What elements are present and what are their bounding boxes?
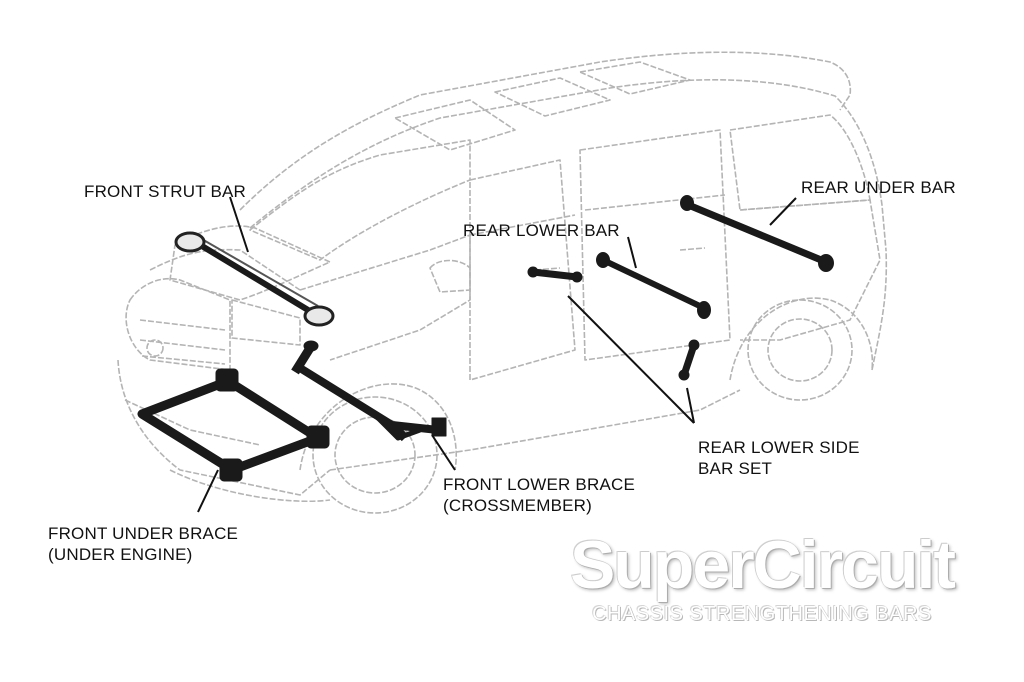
- rear-lower-bar-part: [596, 252, 711, 319]
- van-outline: [117, 51, 888, 514]
- label-rear-lower-side-bar-set: REAR LOWER SIDE BAR SET: [698, 437, 860, 479]
- label-rear-lower-side-line2: BAR SET: [698, 459, 773, 478]
- rear-lower-side-bar-set-part: [527, 266, 700, 381]
- label-front-strut-bar: FRONT STRUT BAR: [84, 182, 246, 201]
- label-front-lower-brace-line2: (CROSSMEMBER): [443, 496, 592, 515]
- label-rear-under-bar: REAR UNDER BAR: [801, 178, 956, 197]
- label-front-under-brace-line2: (UNDER ENGINE): [48, 545, 193, 564]
- brand-logo: SuperCircuit CHASSIS STRENGTHENING BARS: [552, 527, 972, 626]
- leader-lines: [197, 196, 797, 513]
- label-front-under-brace-line1: FRONT UNDER BRACE: [48, 524, 239, 543]
- leader-rear-lower-side-a: [567, 295, 695, 424]
- label-front-lower-brace-line1: FRONT LOWER BRACE: [443, 475, 635, 494]
- brand-name: SuperCircuit: [569, 527, 956, 603]
- leader-front-strut-bar: [229, 196, 249, 253]
- front-lower-brace-part: [291, 340, 447, 442]
- label-rear-lower-bar: REAR LOWER BAR: [463, 221, 620, 240]
- brand-tagline: CHASSIS STRENGTHENING BARS: [592, 603, 932, 625]
- label-front-under-brace: FRONT UNDER BRACE (UNDER ENGINE): [48, 523, 238, 565]
- front-strut-bar-part: [174, 231, 335, 327]
- front-under-brace-part: [137, 368, 330, 482]
- leader-rear-lower-bar: [627, 236, 637, 269]
- leader-front-lower-brace: [431, 434, 456, 471]
- leader-rear-under-bar: [769, 197, 797, 226]
- leader-rear-lower-side-b: [686, 387, 695, 424]
- label-front-lower-brace: FRONT LOWER BRACE (CROSSMEMBER): [443, 474, 635, 516]
- rear-under-bar-part: [680, 195, 834, 272]
- leader-front-under-brace: [197, 469, 219, 513]
- label-rear-lower-side-line1: REAR LOWER SIDE: [698, 438, 860, 457]
